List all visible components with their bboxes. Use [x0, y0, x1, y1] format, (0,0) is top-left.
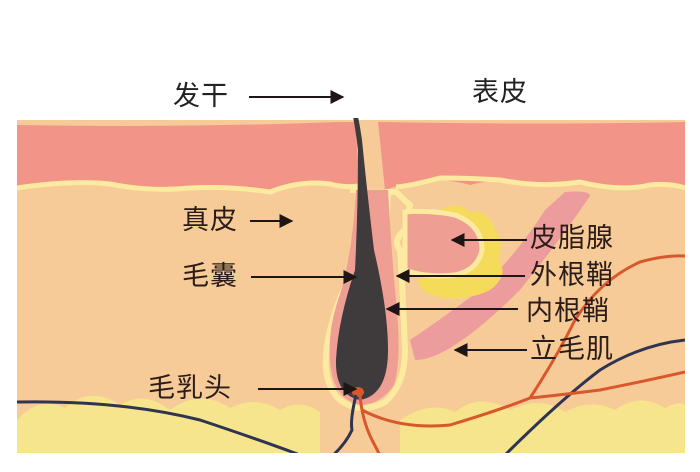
label-outer-root-sheath: 外根鞘	[530, 260, 614, 291]
basement-membrane-left	[17, 180, 359, 195]
label-sebaceous-gland: 皮脂腺	[530, 223, 614, 254]
artery-branch	[528, 254, 685, 399]
vein-right	[504, 338, 685, 453]
label-arrows	[249, 90, 527, 396]
label-inner-root-sheath: 内根鞘	[526, 296, 610, 327]
label-dermis: 真皮	[182, 205, 238, 236]
label-arrector-pili: 立毛肌	[530, 334, 614, 365]
hair-shaft	[335, 118, 388, 400]
basement-membrane-right	[395, 175, 685, 191]
sebaceous-gland-inner	[402, 208, 485, 279]
artery-main	[361, 370, 685, 428]
epidermis-layer-right	[378, 122, 685, 190]
label-hair-shaft: 发干	[173, 81, 229, 112]
label-epidermis: 表皮	[472, 77, 528, 108]
label-dermal-papilla: 毛乳头	[148, 373, 232, 404]
vein-follicle	[333, 394, 358, 453]
fat-layer	[17, 395, 685, 453]
label-hair-follicle: 毛囊	[182, 261, 238, 292]
vein-left	[17, 400, 299, 453]
artery-follicle	[358, 394, 381, 453]
epidermis-layer	[17, 122, 360, 190]
